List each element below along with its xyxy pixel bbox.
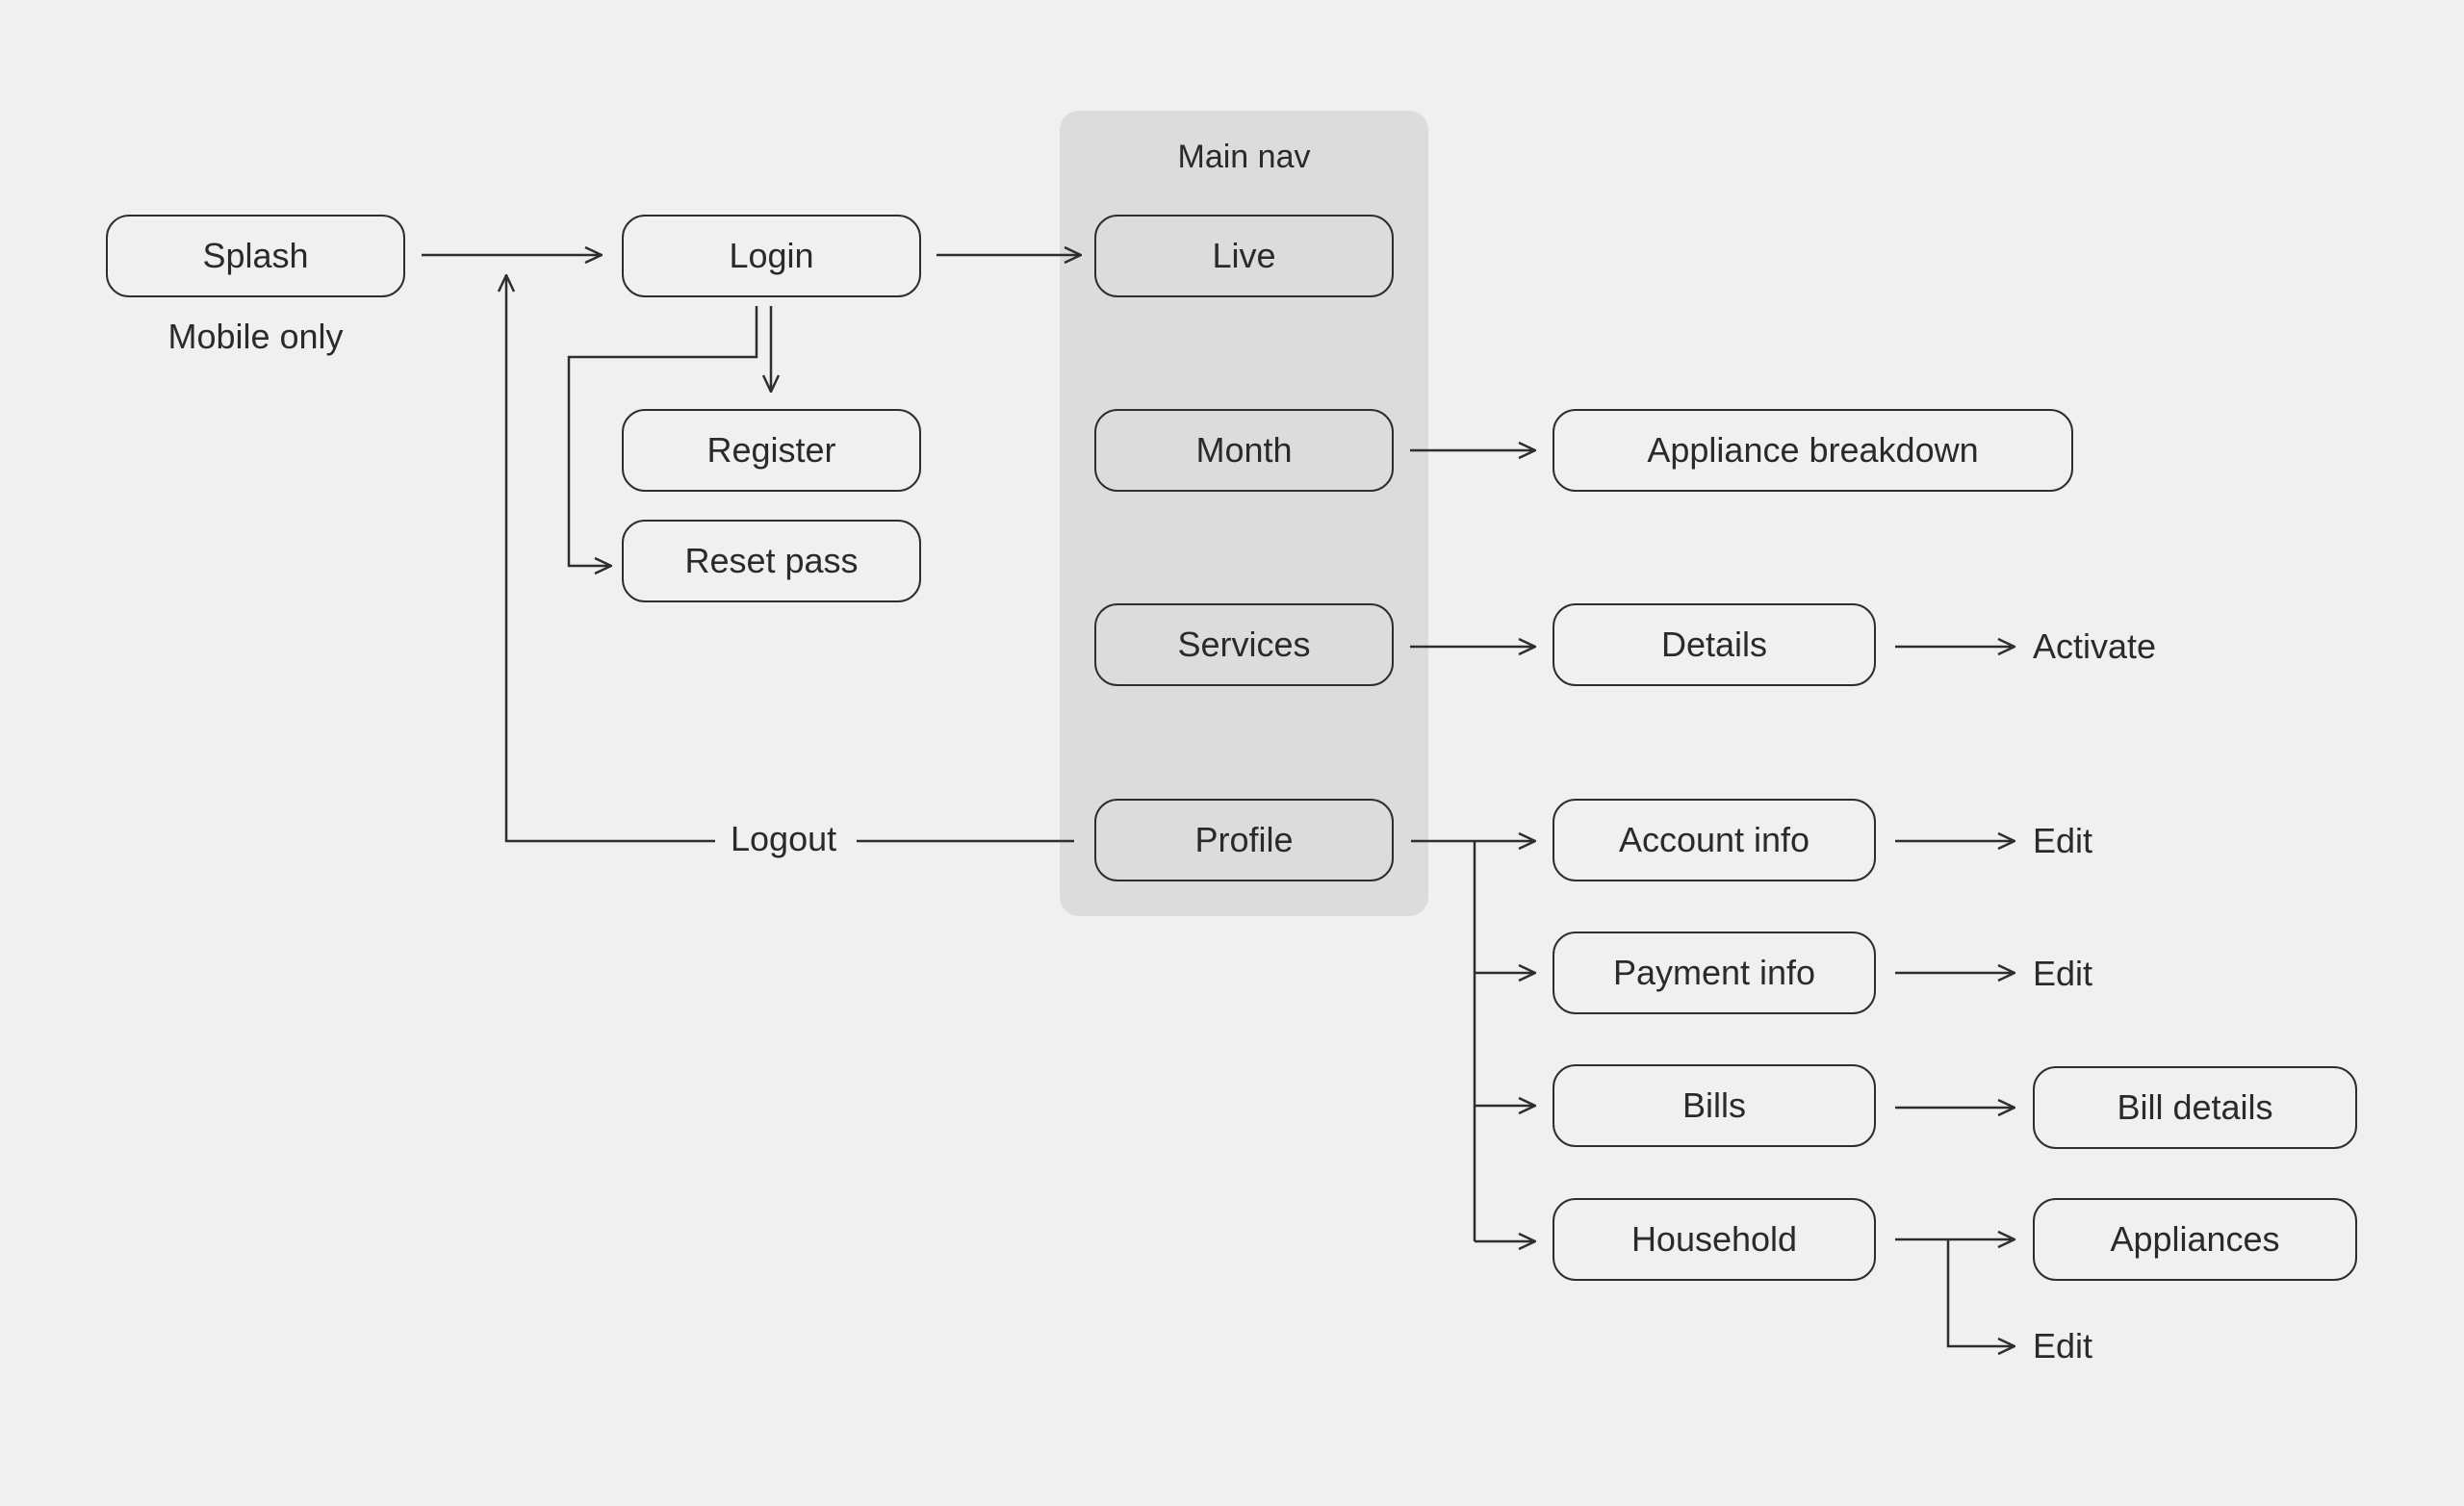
logout-label[interactable]: Logout xyxy=(717,818,851,860)
edit-payment-label[interactable]: Edit xyxy=(2033,954,2093,993)
household-node[interactable]: Household xyxy=(1553,1198,1876,1281)
edit-account-label[interactable]: Edit xyxy=(2033,821,2093,860)
nav-services-node[interactable]: Services xyxy=(1094,603,1394,686)
arrow-logout-login xyxy=(506,275,715,843)
arrow-login-reset xyxy=(567,306,758,566)
nav-profile-node[interactable]: Profile xyxy=(1094,799,1394,881)
mobile-only-label: Mobile only xyxy=(167,317,344,356)
register-node[interactable]: Register xyxy=(622,409,921,492)
main-nav-title: Main nav xyxy=(1177,139,1311,175)
bill-details-node[interactable]: Bill details xyxy=(2033,1066,2357,1149)
appliances-node[interactable]: Appliances xyxy=(2033,1198,2357,1281)
arrow-household-edit xyxy=(1946,1239,2015,1346)
splash-node[interactable]: Splash xyxy=(106,215,405,297)
details-node[interactable]: Details xyxy=(1553,603,1876,686)
activate-label[interactable]: Activate xyxy=(2033,626,2157,666)
login-node[interactable]: Login xyxy=(622,215,921,297)
reset-pass-node[interactable]: Reset pass xyxy=(622,520,921,602)
payment-info-node[interactable]: Payment info xyxy=(1553,932,1876,1014)
nav-live-node[interactable]: Live xyxy=(1094,215,1394,297)
bills-node[interactable]: Bills xyxy=(1553,1064,1876,1147)
account-info-node[interactable]: Account info xyxy=(1553,799,1876,881)
appliance-breakdown-node[interactable]: Appliance breakdown xyxy=(1553,409,2073,492)
edit-household-label[interactable]: Edit xyxy=(2033,1326,2093,1366)
nav-month-node[interactable]: Month xyxy=(1094,409,1394,492)
